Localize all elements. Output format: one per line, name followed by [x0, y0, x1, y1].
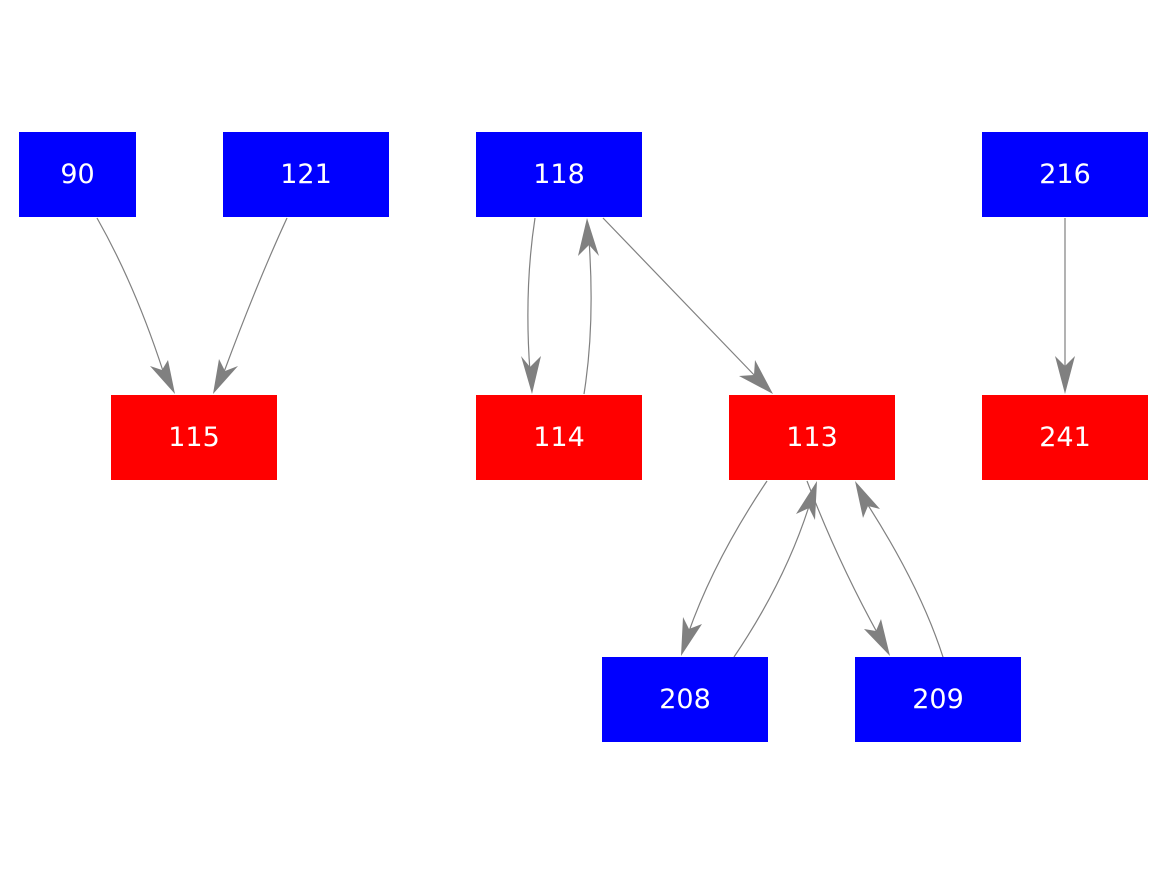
node-241-box — [982, 395, 1148, 480]
node-113: 113 — [729, 395, 895, 480]
edge-113-209 — [806, 480, 880, 637]
node-209-label: 209 — [912, 684, 964, 715]
node-90-box — [19, 132, 136, 217]
nodes: 90 121 118 216 115 114 113 241 — [19, 132, 1148, 742]
arrowhead-113-208-icon — [681, 617, 702, 656]
edge-114-118 — [583, 239, 592, 395]
node-121-label: 121 — [280, 159, 332, 190]
node-209: 209 — [855, 657, 1021, 742]
node-114-label: 114 — [533, 422, 585, 453]
edge-118-113 — [602, 217, 758, 379]
node-115-label: 115 — [168, 422, 220, 453]
node-208-box — [602, 657, 768, 742]
node-114-box — [476, 395, 642, 480]
node-118-label: 118 — [533, 159, 585, 190]
node-216-label: 216 — [1039, 159, 1091, 190]
node-241-label: 241 — [1039, 422, 1091, 453]
node-114: 114 — [476, 395, 642, 480]
node-115-box — [111, 395, 277, 480]
edge-113-208 — [687, 480, 768, 635]
node-241: 241 — [982, 395, 1148, 480]
node-118: 118 — [476, 132, 642, 217]
arrowhead-208-113-icon — [796, 481, 817, 520]
edge-209-113 — [865, 501, 944, 658]
node-115: 115 — [111, 395, 277, 480]
arrowhead-118-113-icon — [739, 360, 773, 394]
node-208: 208 — [602, 657, 768, 742]
arrowhead-118-114-icon — [521, 356, 541, 394]
edge-208-113 — [733, 502, 811, 658]
arrowhead-209-113-icon — [855, 481, 880, 518]
arrowhead-114-118-icon — [578, 218, 599, 256]
arrowhead-113-209-icon — [864, 619, 890, 656]
node-216-box — [982, 132, 1148, 217]
node-113-label: 113 — [786, 422, 838, 453]
edge-121-115 — [223, 217, 288, 373]
node-121: 121 — [223, 132, 389, 217]
node-90-label: 90 — [60, 159, 94, 190]
node-121-box — [223, 132, 389, 217]
arrowhead-216-241-icon — [1055, 356, 1075, 394]
node-90: 90 — [19, 132, 136, 217]
edges — [96, 217, 1075, 658]
node-113-box — [729, 395, 895, 480]
node-208-label: 208 — [659, 684, 711, 715]
arrowhead-121-115-icon — [213, 359, 238, 394]
edge-90-115 — [96, 217, 164, 372]
arrowhead-90-115-icon — [150, 360, 175, 394]
node-118-box — [476, 132, 642, 217]
node-216: 216 — [982, 132, 1148, 217]
edge-118-114 — [527, 217, 536, 373]
node-209-box — [855, 657, 1021, 742]
